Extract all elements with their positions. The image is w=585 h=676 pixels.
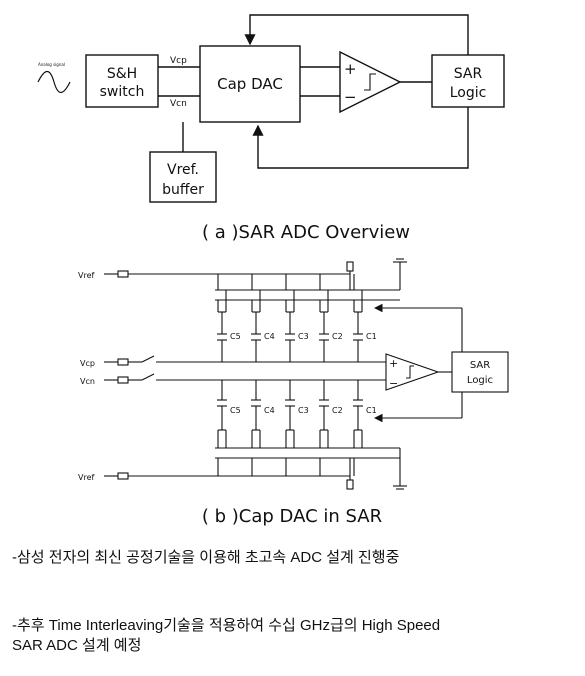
sar-logic-label-a-line1: SAR <box>454 66 483 82</box>
caption-a: ( a )SAR ADC Overview <box>202 222 410 243</box>
cap-label-top-5: C1 <box>366 332 377 341</box>
sar-logic-label-a-line2: Logic <box>450 85 487 101</box>
caption-b: ( b )Cap DAC in SAR <box>202 506 382 527</box>
cap-label-top-1: C5 <box>230 332 241 341</box>
sar-logic-label-b-line1: SAR <box>470 360 490 371</box>
cap-label-top-2: C4 <box>264 332 275 341</box>
comparator-triangle <box>339 50 402 114</box>
vref-bottom-label: Vref <box>78 473 95 482</box>
vref-buffer-label-line1: Vref. <box>167 162 199 178</box>
cap-label-bottom-5: C1 <box>366 406 377 415</box>
comparator-triangle-b <box>385 353 440 391</box>
capacitor-array <box>217 274 363 476</box>
analog-signal-icon <box>37 70 71 94</box>
vref-top-label: Vref <box>78 271 95 280</box>
sar-logic-block-b <box>451 351 509 393</box>
cap-label-top-3: C3 <box>298 332 309 341</box>
comparator-minus-a: − <box>344 88 357 106</box>
note-line-2b: SAR ADC 설계 예정 <box>12 637 142 654</box>
sar-adc-overview-diagram: Analog signal <box>37 14 505 203</box>
comparator-minus-b: − <box>389 377 398 390</box>
sh-switch-label-line2: switch <box>100 84 145 100</box>
sh-switch-label-line1: S&H <box>107 66 137 82</box>
analog-signal-label: Analog signal <box>38 62 65 67</box>
vcp-label-a: Vcp <box>170 56 187 66</box>
cap-label-bottom-4: C2 <box>332 406 343 415</box>
note-line-2a: -추후 Time Interleaving기술을 적용하여 수십 GHz급의 H… <box>12 617 441 634</box>
cap-label-top-4: C2 <box>332 332 343 341</box>
cap-dac-in-sar-diagram <box>104 258 509 490</box>
cap-dac-label: Cap DAC <box>217 75 283 93</box>
cap-label-bottom-2: C4 <box>264 406 275 415</box>
comparator-plus-a: + <box>344 60 357 78</box>
cap-dac-block <box>199 45 301 123</box>
vcp-label-b: Vcp <box>80 359 95 368</box>
comparator-hysteresis-icon <box>364 73 376 91</box>
cap-label-bottom-1: C5 <box>230 406 241 415</box>
sar-logic-label-b-line2: Logic <box>467 375 493 386</box>
comparator-plus-b: + <box>389 357 398 370</box>
vcn-label-a: Vcn <box>170 99 187 109</box>
vcn-label-b: Vcn <box>80 377 95 386</box>
sh-switch-block <box>85 54 159 108</box>
note-line-1: -삼성 전자의 최신 공정기술을 이용해 초고속 ADC 설계 진행중 <box>12 549 400 566</box>
cap-label-bottom-3: C3 <box>298 406 309 415</box>
vref-buffer-label-line2: buffer <box>162 182 204 198</box>
